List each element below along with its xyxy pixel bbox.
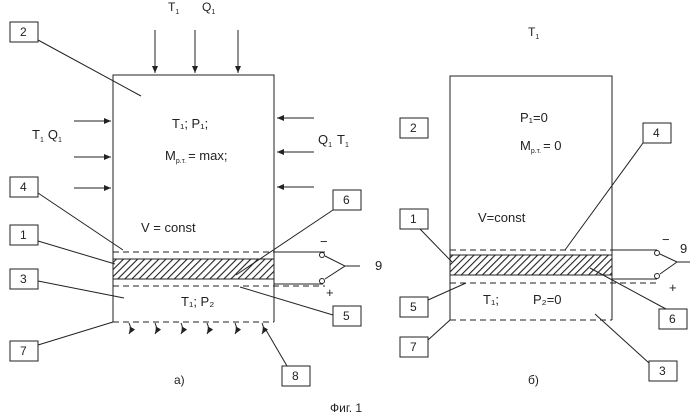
a-callout-2: 2 (20, 25, 27, 39)
b-pressure-state: P₁=0 (520, 110, 548, 125)
b-terminal-bottom (655, 274, 660, 279)
a-upper-state: T₁; P₁; (172, 116, 208, 131)
a-terminal-bottom (320, 279, 325, 284)
a-right-QT-label: Q1T1 (318, 132, 349, 149)
a-leader-7 (38, 322, 113, 345)
figure-caption: Фиг. 1 (330, 401, 362, 415)
b-callout-5: 5 (410, 300, 417, 314)
a-leader-2 (38, 40, 141, 96)
b-callout-9: 9 (680, 241, 687, 256)
a-callout-3: 3 (20, 272, 27, 286)
b-leader-7 (428, 320, 450, 340)
a-mass-state: Mр.т.= max; (165, 148, 227, 165)
b-leader-4 (565, 143, 643, 250)
panel-b: T1 P₁=0 Mр.т.= 0 V=const − + T₁; P₂=0 2 … (400, 25, 690, 387)
b-callout-6: 6 (669, 312, 676, 326)
b-callout-4: 4 (653, 126, 660, 140)
b-terminal-top (655, 251, 660, 256)
a-callout-1: 1 (20, 228, 27, 242)
a-leader-1 (38, 241, 115, 264)
b-leader-5 (428, 283, 466, 300)
b-membrane (450, 255, 612, 275)
a-callout-8: 8 (292, 369, 299, 383)
a-callout-5: 5 (343, 309, 350, 323)
b-lower-T: T₁; (483, 292, 499, 307)
b-callout-1: 1 (410, 212, 417, 226)
a-membrane (113, 259, 274, 279)
a-leader-3 (38, 281, 124, 298)
a-left-TQ-label: T1Q1 (32, 127, 62, 144)
a-callout-9: 9 (375, 258, 382, 273)
b-plus-sign: + (669, 280, 677, 295)
b-callout-2: 2 (410, 121, 417, 135)
b-top-T-label: T1 (528, 25, 539, 41)
a-minus-sign: − (320, 234, 328, 249)
b-minus-sign: − (662, 232, 670, 247)
panel-a: T1 Q1 T1Q1 Q1T1 T₁; P₁; Mр.т.= max; V = … (10, 0, 382, 387)
a-top-T-label: T1 (168, 0, 179, 16)
b-leader-6 (590, 268, 666, 309)
a-top-Q-label: Q1 (202, 0, 215, 16)
b-panel-caption: б) (528, 373, 539, 387)
b-terminal-join (660, 254, 677, 274)
a-terminal-join (325, 256, 345, 279)
a-plus-sign: + (326, 285, 334, 300)
b-leader-3 (595, 314, 649, 363)
a-panel-caption: а) (174, 373, 185, 387)
a-leader-5 (240, 287, 333, 315)
a-leader-6 (236, 210, 333, 275)
b-vessel-walls (450, 76, 612, 250)
b-lower-P: P₂=0 (533, 292, 562, 307)
b-volume-label: V=const (478, 210, 526, 225)
a-callout-6: 6 (343, 193, 350, 207)
a-leader-8 (266, 330, 287, 366)
b-callout-3: 3 (659, 364, 666, 378)
a-leader-4 (38, 193, 123, 250)
a-outflow-arrows (129, 323, 264, 334)
a-lower-state: T₁; P₂ (181, 294, 214, 309)
b-leader-1 (420, 229, 452, 262)
b-mass-state: Mр.т.= 0 (520, 138, 562, 155)
a-terminal-top (320, 253, 325, 258)
a-callout-7: 7 (20, 344, 27, 358)
a-callout-4: 4 (20, 180, 27, 194)
a-volume-label: V = const (141, 220, 196, 235)
b-callout-7: 7 (410, 340, 417, 354)
